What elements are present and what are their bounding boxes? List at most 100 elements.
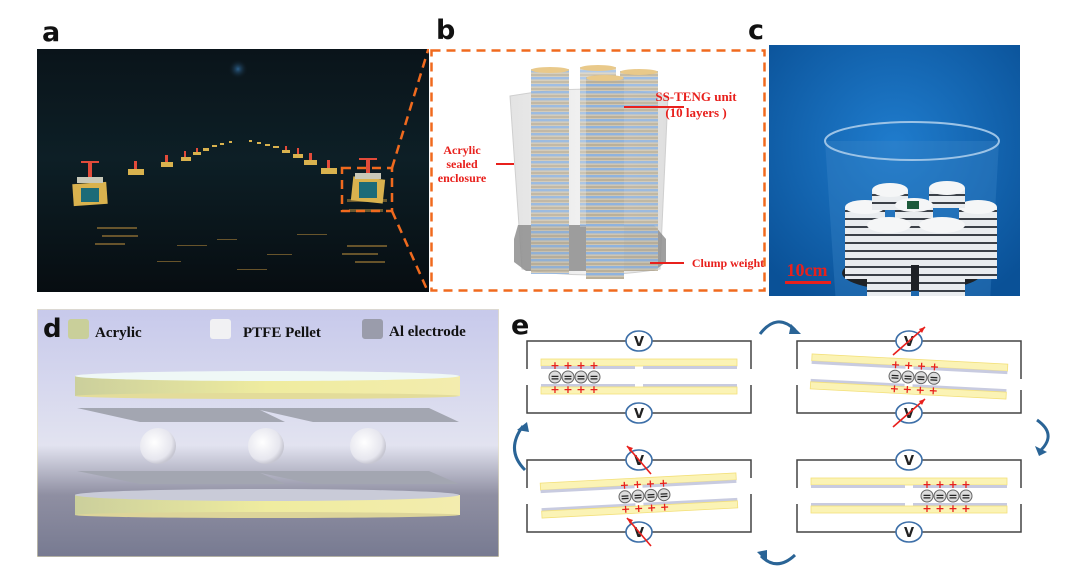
- highlight-border: [430, 49, 766, 292]
- positive-charge: +: [902, 383, 912, 396]
- positive-charge: +: [891, 358, 901, 371]
- ptfe-pellet-charged: [920, 489, 934, 503]
- ptfe-ball-3: [350, 428, 386, 464]
- positive-charge: +: [563, 383, 572, 396]
- clump-weight-label: Clump weight: [692, 256, 764, 270]
- negative-charge: =: [916, 371, 926, 384]
- positive-charge: +: [928, 384, 938, 397]
- ss-teng-unit-label: SS-TENG unit: [655, 89, 737, 104]
- positive-charge: +: [935, 478, 944, 491]
- panel-b-device-model: SS-TENG unit (10 layers ) Acrylic sealed…: [430, 49, 766, 292]
- voltmeter-symbol: V: [634, 407, 644, 422]
- voltmeter-icon: [895, 521, 923, 543]
- top-electrode-right: [251, 408, 459, 422]
- bottom-electrode-right: [251, 471, 459, 484]
- moon: [228, 59, 248, 79]
- legend-label-ptfe: PTFE Pellet: [243, 325, 321, 341]
- bottom-electrode-left: [811, 503, 905, 506]
- ptfe-pellet-charged: [946, 489, 960, 503]
- deflection-arrow-icon: [892, 326, 926, 356]
- legend-label-al: Al electrode: [389, 324, 466, 340]
- state-1-balls-left: =++=++=++=++VV: [526, 330, 752, 424]
- negative-charge: =: [550, 371, 559, 384]
- positive-charge: +: [589, 359, 598, 372]
- cycle-arrow-left-icon-head: [517, 422, 529, 432]
- deflection-arrowhead-icon: [919, 327, 925, 333]
- ptfe-pellet-charged: [927, 371, 941, 385]
- state-2-tilt: =++=++=++=++VV: [796, 326, 1022, 428]
- legend-label-acrylic: Acrylic: [95, 325, 142, 341]
- cylinder-rim: [824, 121, 1000, 161]
- teng-stack-right: [620, 69, 658, 271]
- positive-charge: +: [589, 383, 598, 396]
- controller-chip: [907, 201, 919, 209]
- state-4-tilt: =++=++=++=++VV: [526, 445, 752, 547]
- cycle-arrow-top-icon-head: [789, 324, 801, 334]
- scale-bar: [785, 281, 831, 284]
- negative-charge: =: [646, 489, 656, 502]
- negative-charge: =: [563, 371, 572, 384]
- negative-charge: =: [929, 372, 939, 385]
- panel-d-exploded-view: d Acrylic PTFE Pellet Al electrode: [37, 309, 499, 557]
- top-electrode-right: [642, 479, 737, 488]
- deflection-arrow-icon: [626, 445, 652, 475]
- bottom-electrode-left: [810, 378, 905, 387]
- panel-label-d: d: [43, 314, 62, 344]
- ptfe-pellet-charged: [959, 489, 973, 503]
- ss-teng-layers-label: (10 layers ): [665, 105, 726, 120]
- positive-charge: +: [915, 383, 925, 396]
- negative-charge: =: [620, 490, 630, 503]
- ptfe-pellet-charged: [561, 370, 575, 384]
- enclosure-label-1: Acrylic: [443, 143, 481, 157]
- positive-charge: +: [576, 383, 585, 396]
- ptfe-pellet-charged: [618, 490, 632, 504]
- panel-c-prototype-photo: 10cm: [769, 45, 1020, 296]
- ptfe-ball-1: [140, 428, 176, 464]
- positive-charge: +: [930, 360, 940, 373]
- top-electrode-left: [77, 408, 285, 422]
- positive-charge: +: [647, 501, 657, 514]
- bottom-electrode-right: [912, 384, 1007, 393]
- legend-swatch-acrylic: [68, 319, 89, 339]
- state-3-balls-right: =++=++=++=++VV: [796, 449, 1022, 543]
- ptfe-pellet-charged: [631, 489, 645, 503]
- positive-charge: +: [660, 500, 670, 513]
- plate-assembly: =++=++=++=++: [539, 472, 739, 519]
- ptfe-ball-2: [248, 428, 284, 464]
- top-acrylic-plate: [811, 353, 1009, 372]
- bottom-acrylic-plate: [809, 381, 1007, 400]
- bottom-electrode-right: [913, 503, 1007, 506]
- positive-charge: +: [576, 359, 585, 372]
- ptfe-pellet-charged: [933, 489, 947, 503]
- negative-charge: =: [576, 371, 585, 384]
- negative-charge: =: [589, 371, 598, 384]
- top-electrode-left: [541, 366, 635, 369]
- voltmeter-icon: [625, 402, 653, 424]
- positive-charge: +: [948, 478, 957, 491]
- negative-charge: =: [659, 488, 669, 501]
- negative-charge: =: [961, 490, 970, 503]
- teng-stack-front: [586, 75, 624, 279]
- top-acrylic-plate: [539, 472, 737, 491]
- positive-charge: +: [961, 478, 970, 491]
- deflection-arrowhead-icon: [627, 518, 633, 524]
- panel-label-a: a: [42, 17, 61, 48]
- positive-charge: +: [922, 502, 931, 515]
- teng-stack-photo: [845, 181, 997, 296]
- bottom-electrode-left: [541, 503, 636, 512]
- positive-charge: +: [658, 476, 668, 489]
- positive-charge: +: [645, 477, 655, 490]
- positive-charge: +: [632, 478, 642, 491]
- top-electrode-right: [913, 485, 1007, 488]
- top-electrode-right: [643, 366, 737, 369]
- ptfe-pellet-charged: [901, 370, 915, 384]
- voltmeter-symbol: V: [904, 526, 914, 541]
- top-electrode-right: [913, 366, 1008, 375]
- top-acrylic-plate: [540, 358, 738, 367]
- panel-label-e: e: [511, 310, 530, 341]
- negative-charge: =: [890, 370, 900, 383]
- ptfe-pellet-charged: [657, 488, 671, 502]
- positive-charge: +: [550, 383, 559, 396]
- cycle-arrow-bottom-icon-head: [757, 550, 767, 562]
